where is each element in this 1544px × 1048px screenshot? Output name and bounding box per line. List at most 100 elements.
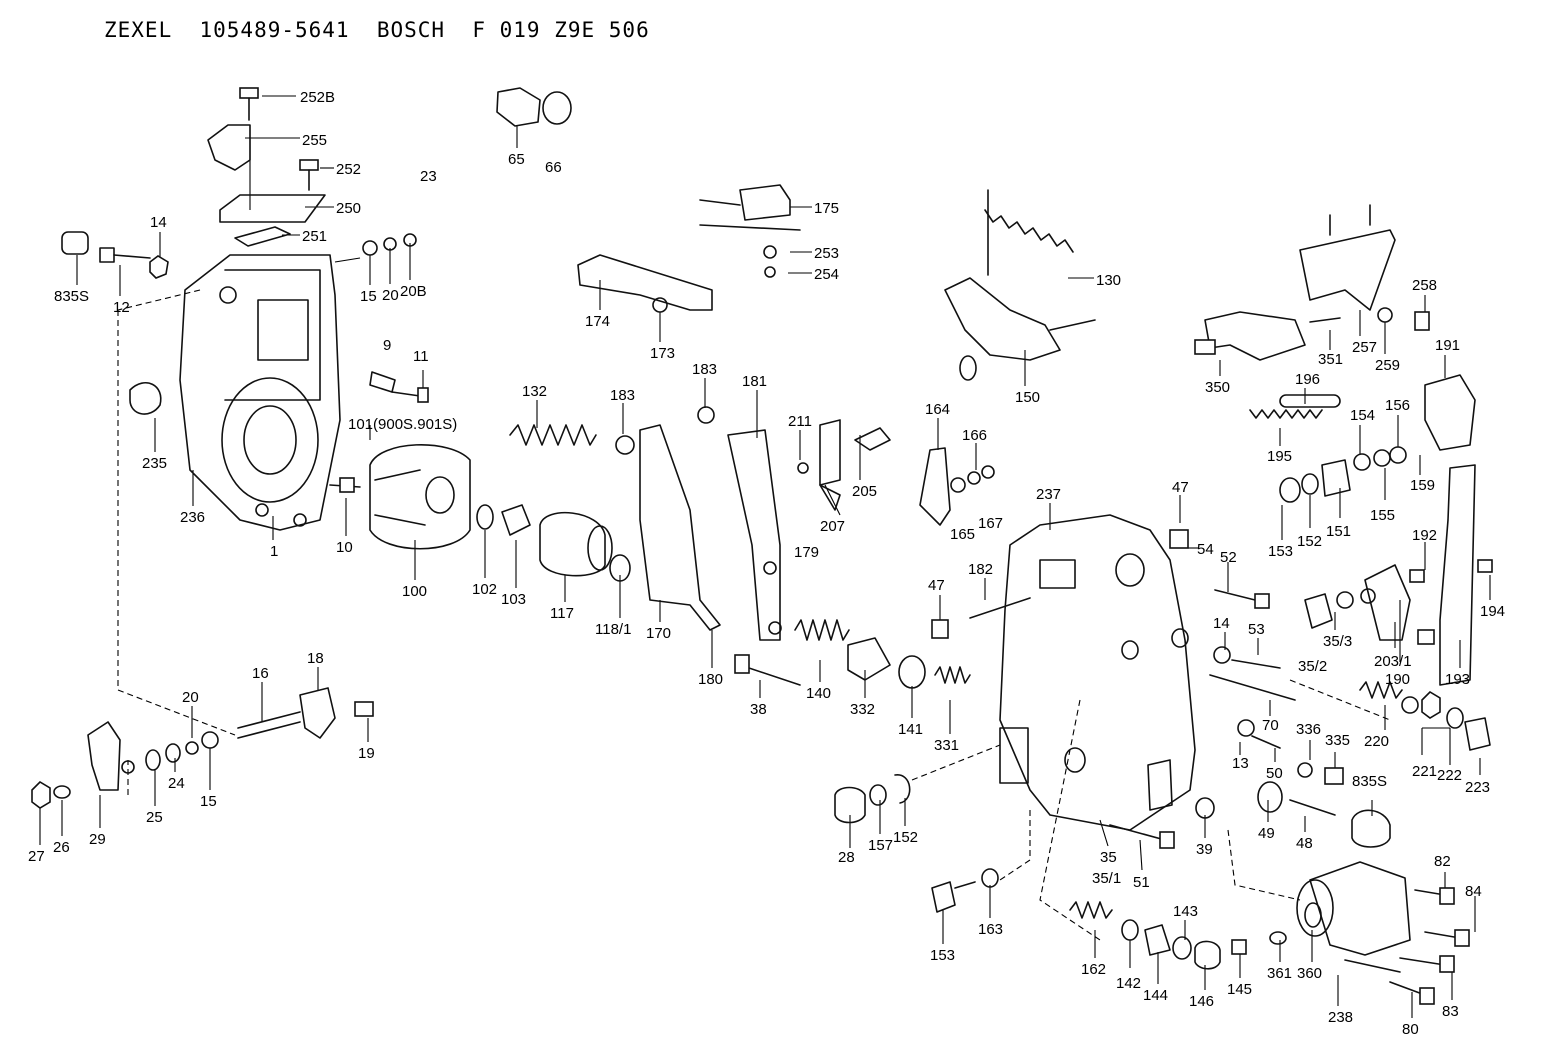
lever-170-181 — [615, 406, 782, 641]
part-label: 207 — [820, 518, 845, 535]
part-label: 83 — [1442, 1003, 1459, 1020]
part-label: 54 — [1197, 541, 1214, 558]
bracket-205-207 — [797, 419, 891, 511]
bracket-175-174 — [577, 184, 801, 313]
part-label: 143 — [1173, 903, 1198, 920]
sleeve-103-117 — [476, 504, 631, 582]
part-label: 146 — [1189, 993, 1214, 1010]
part-label: 141 — [898, 721, 923, 738]
part-label: 331 — [934, 737, 959, 754]
part-label: 35 — [1100, 849, 1117, 866]
part-label: 52 — [1220, 549, 1237, 566]
part-label: 9 — [383, 337, 391, 354]
part-label: 1 — [270, 543, 278, 560]
bolts-162-163 — [931, 868, 999, 913]
part-label: 117 — [550, 605, 574, 622]
part-label: 29 — [89, 831, 106, 848]
part-label: 165 — [950, 526, 975, 543]
part-label: 103 — [501, 591, 526, 608]
parts-152-157 — [834, 774, 911, 824]
part-label: 118/1 — [595, 621, 631, 638]
part-label: 361 — [1267, 965, 1292, 982]
lever-150-spring-130 — [944, 189, 1096, 381]
part-label: 27 — [28, 848, 45, 865]
part-label: 170 — [646, 625, 671, 642]
part-label: 257 — [1352, 339, 1377, 356]
part-label: 196 — [1295, 371, 1320, 388]
part-label: 220 — [1364, 733, 1389, 750]
part-label: 336 — [1296, 721, 1321, 738]
part-label: 250 — [336, 200, 361, 217]
cover-238-bolts-80-86 — [1231, 861, 1470, 1005]
part-label: 47 — [928, 577, 945, 594]
leader-lines — [39, 95, 1491, 1018]
part-label: 10 — [336, 539, 353, 556]
part-label: 163 — [978, 921, 1003, 938]
part-label: 360 — [1297, 965, 1322, 982]
part-label: 82 — [1434, 853, 1451, 870]
part-label: 26 — [53, 839, 70, 856]
part-label: 222 — [1437, 767, 1462, 784]
bracket-257-350 — [1194, 204, 1430, 361]
part-label: 35/3 — [1323, 633, 1352, 650]
part-label: 255 — [302, 132, 327, 149]
part-label: 25 — [146, 809, 163, 826]
part-label: 70 — [1262, 717, 1279, 734]
lever-164-166-167 — [919, 447, 995, 526]
part-label: 35/1 — [1092, 870, 1121, 887]
part-label: 144 — [1143, 987, 1168, 1004]
part-label: 39 — [1196, 841, 1213, 858]
part-label: 235 — [142, 455, 167, 472]
part-label: 253 — [814, 245, 839, 262]
part-label: 180 — [698, 671, 723, 688]
part-label: 20B — [400, 283, 427, 300]
governor-housing-1 — [179, 254, 341, 531]
part-label: 173 — [650, 345, 675, 362]
cover-plate-250 — [207, 87, 326, 247]
part-label: 183 — [610, 387, 635, 404]
part-label: 16 — [252, 665, 269, 682]
part-label: 15 — [360, 288, 377, 305]
part-label: 11 — [413, 348, 429, 365]
part-label: 835S — [54, 288, 89, 305]
part-label: 12 — [113, 299, 130, 316]
part-label: 152 — [893, 829, 918, 846]
part-label: 48 — [1296, 835, 1313, 852]
part-label: 194 — [1480, 603, 1505, 620]
part-label: 14 — [150, 214, 167, 231]
part-label: 252B — [300, 89, 335, 106]
spring-195-196 — [1249, 394, 1341, 419]
part-label: 183 — [692, 361, 717, 378]
page-title: ZEXEL 105489-5641 BOSCH F 019 Z9E 506 — [104, 18, 650, 42]
part-label: 47 — [1172, 479, 1189, 496]
part-label: 193 — [1445, 671, 1470, 688]
part-label: 162 — [1081, 961, 1106, 978]
part-label: 84 — [1465, 883, 1482, 900]
part-label: 159 — [1410, 477, 1435, 494]
part-label: 332 — [850, 701, 875, 718]
part-label: 18 — [307, 650, 324, 667]
part-label: 259 — [1375, 357, 1400, 374]
part-label: 156 — [1385, 397, 1410, 414]
part-label: 254 — [814, 266, 839, 283]
part-label: 236 — [180, 509, 205, 526]
part-label: 51 — [1133, 874, 1150, 891]
part-label: 145 — [1227, 981, 1252, 998]
part-label: 24 — [168, 775, 185, 792]
lever-191-193 — [1364, 374, 1493, 686]
part-label: 157 — [868, 837, 893, 854]
part-label: 28 — [838, 849, 855, 866]
part-label: 154 — [1350, 407, 1375, 424]
part-label: 211 — [788, 413, 812, 430]
part-label: 80 — [1402, 1021, 1419, 1038]
part-label: 23 — [420, 168, 437, 185]
part-label: 335 — [1325, 732, 1350, 749]
part-label: 203/1 — [1374, 653, 1412, 670]
plug-65-66 — [496, 87, 572, 127]
part-label: 53 — [1248, 621, 1265, 638]
part-label: 251 — [302, 228, 327, 245]
part-label: 223 — [1465, 779, 1490, 796]
part-label: 175 — [814, 200, 839, 217]
